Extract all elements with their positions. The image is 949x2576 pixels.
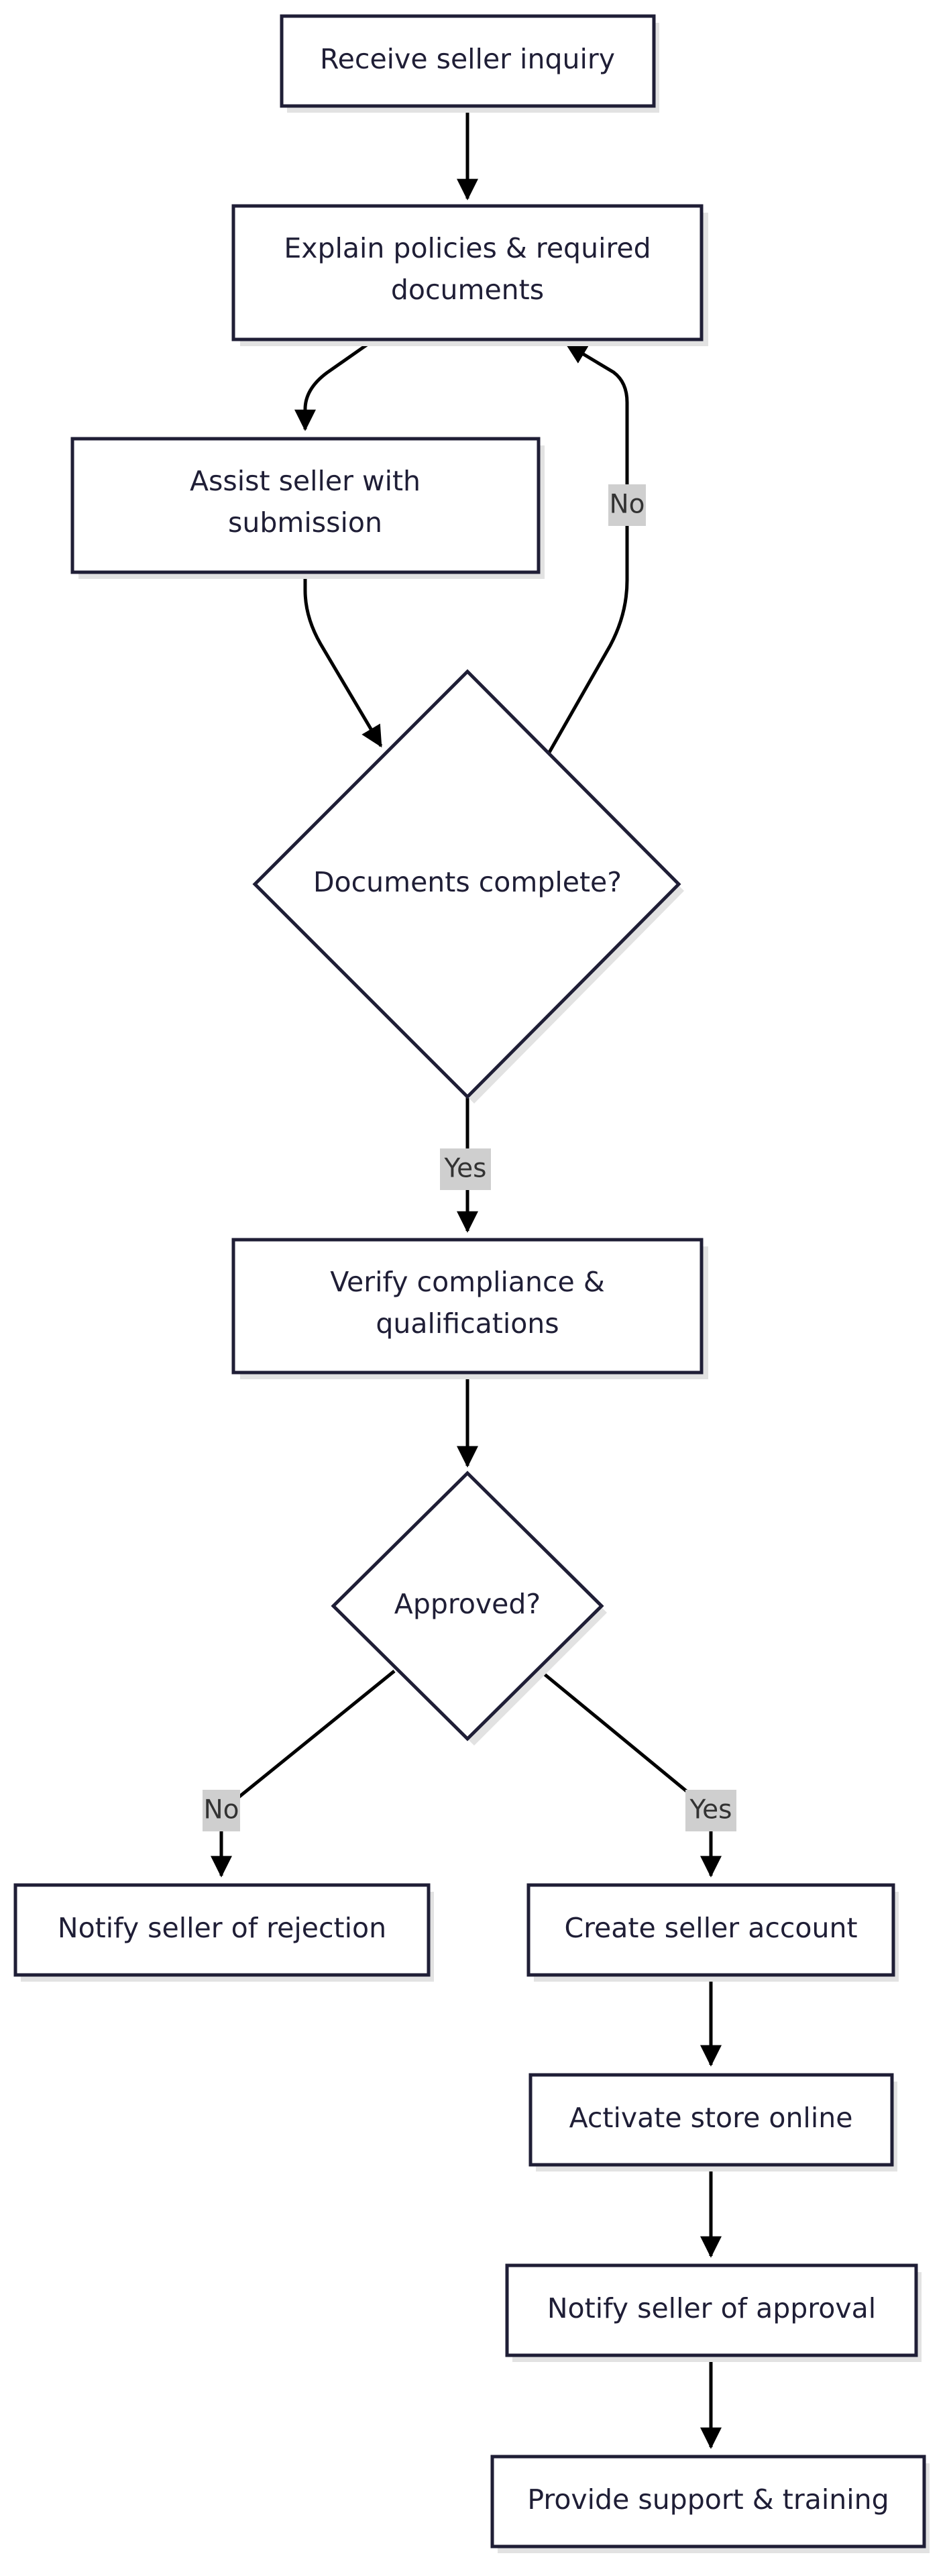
node-create-seller-account: Create seller account	[526, 1883, 899, 1982]
edge-labels: No Yes No Yes	[203, 484, 736, 1831]
node-receive-seller-inquiry-label: Receive seller inquiry	[320, 43, 615, 75]
edge-label-approved-no: No	[203, 1790, 240, 1831]
node-approved-decision: Approved?	[331, 1470, 607, 1746]
edge-label-approved-yes: Yes	[685, 1790, 736, 1831]
edge-label-approved-yes-text: Yes	[689, 1795, 732, 1825]
node-activate-store: Activate store online	[528, 2073, 897, 2171]
node-assist-seller-line-2: submission	[228, 506, 382, 539]
node-create-seller-account-label: Create seller account	[564, 1912, 857, 1944]
node-notify-approval-label: Notify seller of approval	[547, 2292, 876, 2324]
node-notify-rejection-label: Notify seller of rejection	[58, 1912, 386, 1944]
edge-explain-to-assist	[294, 338, 375, 431]
node-verify-compliance-line-1: Verify compliance &	[330, 1266, 605, 1298]
node-activate-store-label: Activate store online	[569, 2102, 853, 2134]
node-documents-complete-label: Documents complete?	[313, 866, 622, 898]
edge-approved-yes-to-create-account	[539, 1670, 722, 1878]
node-provide-support: Provide support & training	[490, 2455, 930, 2553]
node-documents-complete-decision: Documents complete?	[252, 669, 684, 1104]
node-receive-seller-inquiry: Receive seller inquiry	[280, 14, 659, 113]
node-explain-policies-line-1: Explain policies & required	[284, 232, 651, 264]
node-assist-seller: Assist seller with submission	[70, 437, 545, 579]
edge-label-docs-yes: Yes	[440, 1148, 491, 1190]
node-approved-label: Approved?	[394, 1588, 541, 1620]
edge-docs-complete-no-to-explain	[546, 342, 629, 756]
node-notify-rejection: Notify seller of rejection	[13, 1883, 434, 1982]
edge-assist-to-docs-complete	[303, 574, 383, 748]
edge-label-docs-yes-text: Yes	[444, 1154, 487, 1184]
nodes: Receive seller inquiry Explain policies …	[13, 14, 930, 2553]
edge-approved-no-to-reject	[211, 1670, 396, 1878]
node-verify-compliance: Verify compliance & qualifications	[231, 1238, 708, 1379]
edge-label-approved-no-text: No	[203, 1795, 239, 1825]
edge-label-docs-no: No	[608, 484, 646, 526]
node-verify-compliance-line-2: qualifications	[376, 1307, 559, 1340]
edge-label-docs-no-text: No	[609, 490, 645, 520]
node-assist-seller-line-1: Assist seller with	[190, 465, 421, 497]
node-notify-approval: Notify seller of approval	[505, 2263, 922, 2362]
node-provide-support-label: Provide support & training	[527, 2483, 889, 2516]
node-explain-policies: Explain policies & required documents	[231, 204, 708, 346]
node-explain-policies-line-2: documents	[391, 274, 544, 306]
